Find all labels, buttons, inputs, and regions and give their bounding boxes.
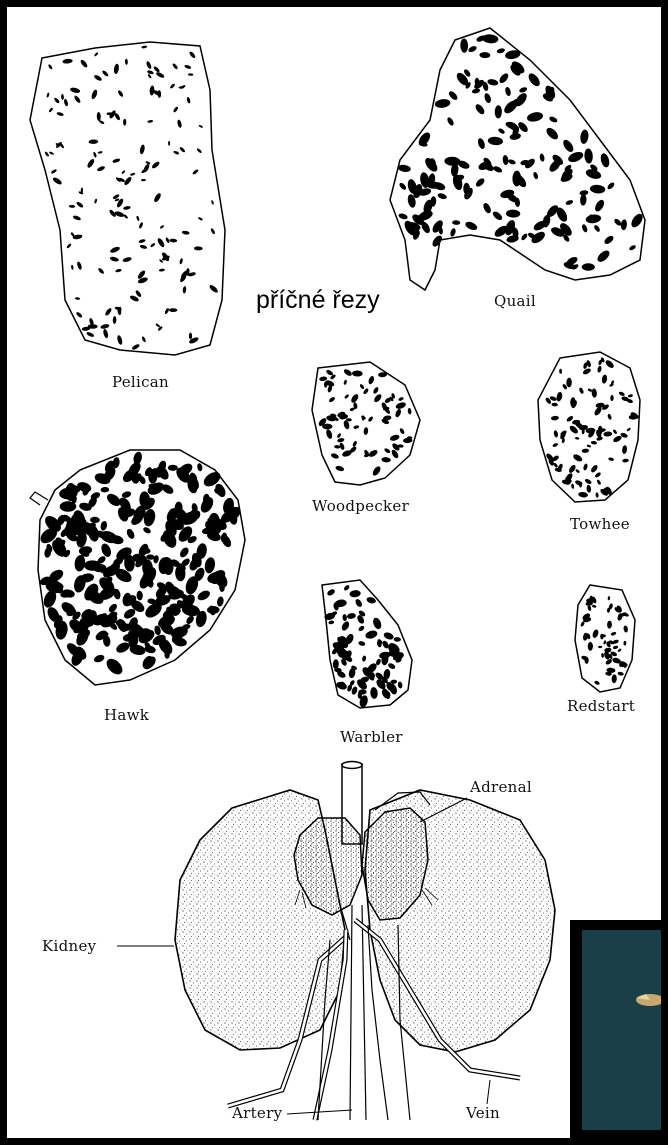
label-woodpecker: Woodpecker [312, 497, 410, 515]
redstart-section [575, 585, 635, 692]
hawk-section [30, 450, 245, 685]
kidney-anatomy [175, 762, 555, 1121]
warbler-section [322, 580, 412, 708]
vein-leader [487, 1080, 490, 1104]
inset-photo [570, 920, 661, 1138]
label-towhee: Towhee [570, 515, 630, 533]
quail-section [390, 28, 645, 290]
label-vein: Vein [465, 1104, 500, 1122]
label-warbler: Warbler [340, 728, 403, 746]
label-pelican: Pelican [112, 373, 169, 391]
label-adrenal: Adrenal [469, 778, 532, 796]
label-artery: Artery [231, 1104, 283, 1122]
vessel-mark [362, 416, 365, 421]
woodpecker-section [312, 362, 420, 485]
label-quail: Quail [494, 292, 536, 310]
label-kidney: Kidney [42, 937, 97, 955]
diagram-svg: Pelican Quail Woodpecker Towhee Hawk War… [7, 7, 661, 1138]
annotation-cross-sections: příčné řezy [256, 286, 380, 314]
vessel-mark [582, 263, 595, 270]
diagram-panel: Pelican Quail Woodpecker Towhee Hawk War… [7, 7, 661, 1138]
vessel-mark [407, 436, 412, 439]
label-redstart: Redstart [567, 697, 635, 715]
towhee-section [538, 352, 640, 502]
label-hawk: Hawk [104, 706, 150, 724]
vessel-mark [189, 333, 192, 340]
pelican-section [30, 42, 225, 355]
